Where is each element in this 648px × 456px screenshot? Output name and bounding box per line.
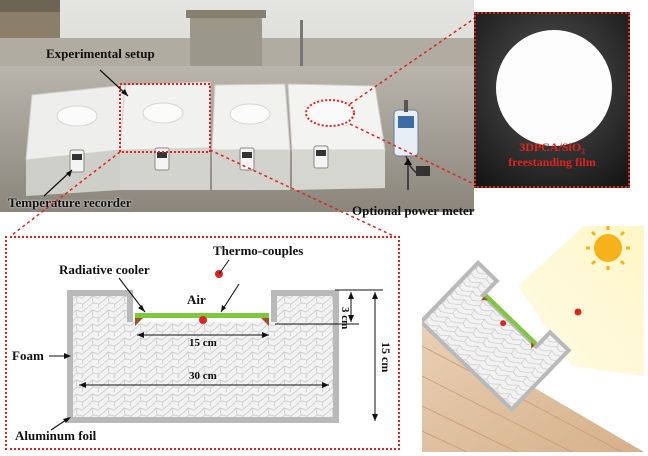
cross-section-diagram: Thermo-couples Radiative cooler Air Foam… (5, 236, 400, 450)
air-label: Air (187, 292, 206, 307)
temperature-recorder-label: Temperature recorder (8, 195, 132, 210)
film-caption-line2: freestanding film (508, 155, 596, 169)
depth-label: 3 cm (339, 307, 351, 330)
thermocouples-label: Thermo-couples (213, 243, 304, 258)
total-width-label: 30 cm (189, 370, 217, 382)
photo-illustration (0, 0, 474, 212)
aluminum-foil-label: Aluminum foil (15, 428, 97, 443)
experimental-setup-photo: Experimental setup Temperature recorder (0, 0, 474, 212)
foam-label: Foam (12, 348, 44, 363)
freestanding-film-image (476, 14, 628, 186)
experimental-setup-label: Experimental setup (46, 46, 155, 61)
film-caption-line1: 3DPCA/SiO₂ (519, 140, 585, 154)
sun-icon (586, 226, 630, 270)
cross-section-drawing (49, 259, 383, 431)
tilted-setup-illustration (422, 226, 644, 452)
film-photo-panel: 3DPCA/SiO₂ freestanding film (474, 12, 630, 188)
power-meter-label: Optional power meter (352, 203, 475, 218)
cavity-width-label: 15 cm (189, 337, 217, 349)
height-label: 15 cm (379, 342, 393, 373)
radiative-cooler-label: Radiative cooler (59, 262, 150, 277)
